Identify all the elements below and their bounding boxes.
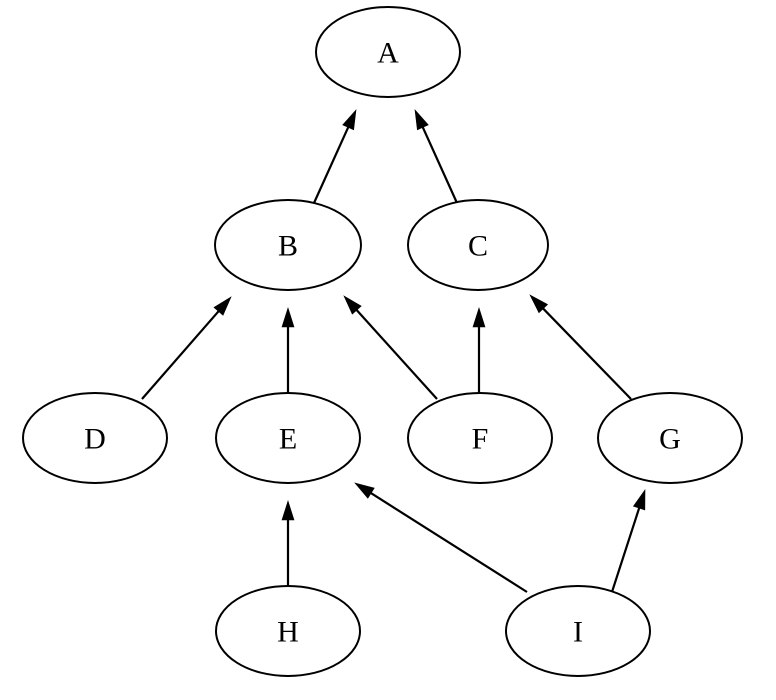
- arrowhead-icon: [472, 307, 486, 328]
- node-label: C: [468, 230, 488, 263]
- arrowhead-icon: [342, 109, 357, 131]
- node-ellipse-shape[interactable]: [597, 392, 743, 484]
- node-ellipse-shape[interactable]: [315, 6, 461, 98]
- edge-line: [368, 491, 528, 593]
- arrowhead-icon: [281, 500, 295, 521]
- node-label: B: [278, 230, 298, 263]
- node-g[interactable]: G: [597, 392, 743, 484]
- edge-c-to-a: [414, 109, 459, 204]
- node-label: A: [377, 37, 399, 70]
- node-ellipse-shape[interactable]: [215, 585, 361, 677]
- edge-e-to-b: [281, 307, 295, 393]
- node-f[interactable]: F: [407, 392, 553, 484]
- node-label: G: [659, 423, 681, 456]
- arrowhead-icon: [354, 482, 375, 499]
- edge-line: [420, 125, 459, 204]
- edge-i-to-g: [609, 489, 646, 596]
- edge-line: [609, 505, 641, 596]
- node-label: F: [472, 423, 489, 456]
- node-label: H: [277, 616, 299, 649]
- node-label: I: [573, 616, 583, 649]
- edge-line: [354, 307, 438, 400]
- node-d[interactable]: D: [22, 392, 168, 484]
- arrowhead-icon: [343, 295, 362, 315]
- arrowhead-icon: [281, 307, 295, 328]
- edge-line: [541, 306, 632, 400]
- node-a[interactable]: A: [315, 6, 461, 98]
- arrowhead-icon: [529, 294, 549, 314]
- node-ellipse-shape[interactable]: [407, 199, 549, 291]
- node-ellipse-shape[interactable]: [22, 392, 168, 484]
- edge-b-to-a: [312, 109, 357, 204]
- node-c[interactable]: C: [407, 199, 549, 291]
- node-label: D: [84, 423, 106, 456]
- node-i[interactable]: I: [505, 585, 651, 677]
- node-ellipse-shape[interactable]: [505, 585, 651, 677]
- node-b[interactable]: B: [214, 199, 362, 291]
- arrowhead-icon: [632, 489, 646, 511]
- node-ellipse-shape[interactable]: [407, 392, 553, 484]
- edge-f-to-c: [472, 307, 486, 393]
- edge-g-to-c: [529, 294, 632, 400]
- node-label: E: [279, 423, 297, 456]
- node-e[interactable]: E: [215, 392, 361, 484]
- node-h[interactable]: H: [215, 585, 361, 677]
- node-ellipse-shape[interactable]: [214, 199, 362, 291]
- edge-line: [312, 125, 351, 204]
- edge-f-to-b: [343, 295, 438, 400]
- edge-d-to-b: [141, 296, 232, 400]
- edges-layer: [141, 109, 646, 596]
- node-ellipse-shape[interactable]: [215, 392, 361, 484]
- edge-line: [141, 309, 221, 400]
- edge-i-to-e: [354, 482, 528, 593]
- nodes-layer: A B C D E F G H I: [22, 6, 743, 677]
- arrowhead-icon: [414, 109, 429, 131]
- edge-h-to-e: [281, 500, 295, 586]
- arrowhead-icon: [213, 296, 232, 316]
